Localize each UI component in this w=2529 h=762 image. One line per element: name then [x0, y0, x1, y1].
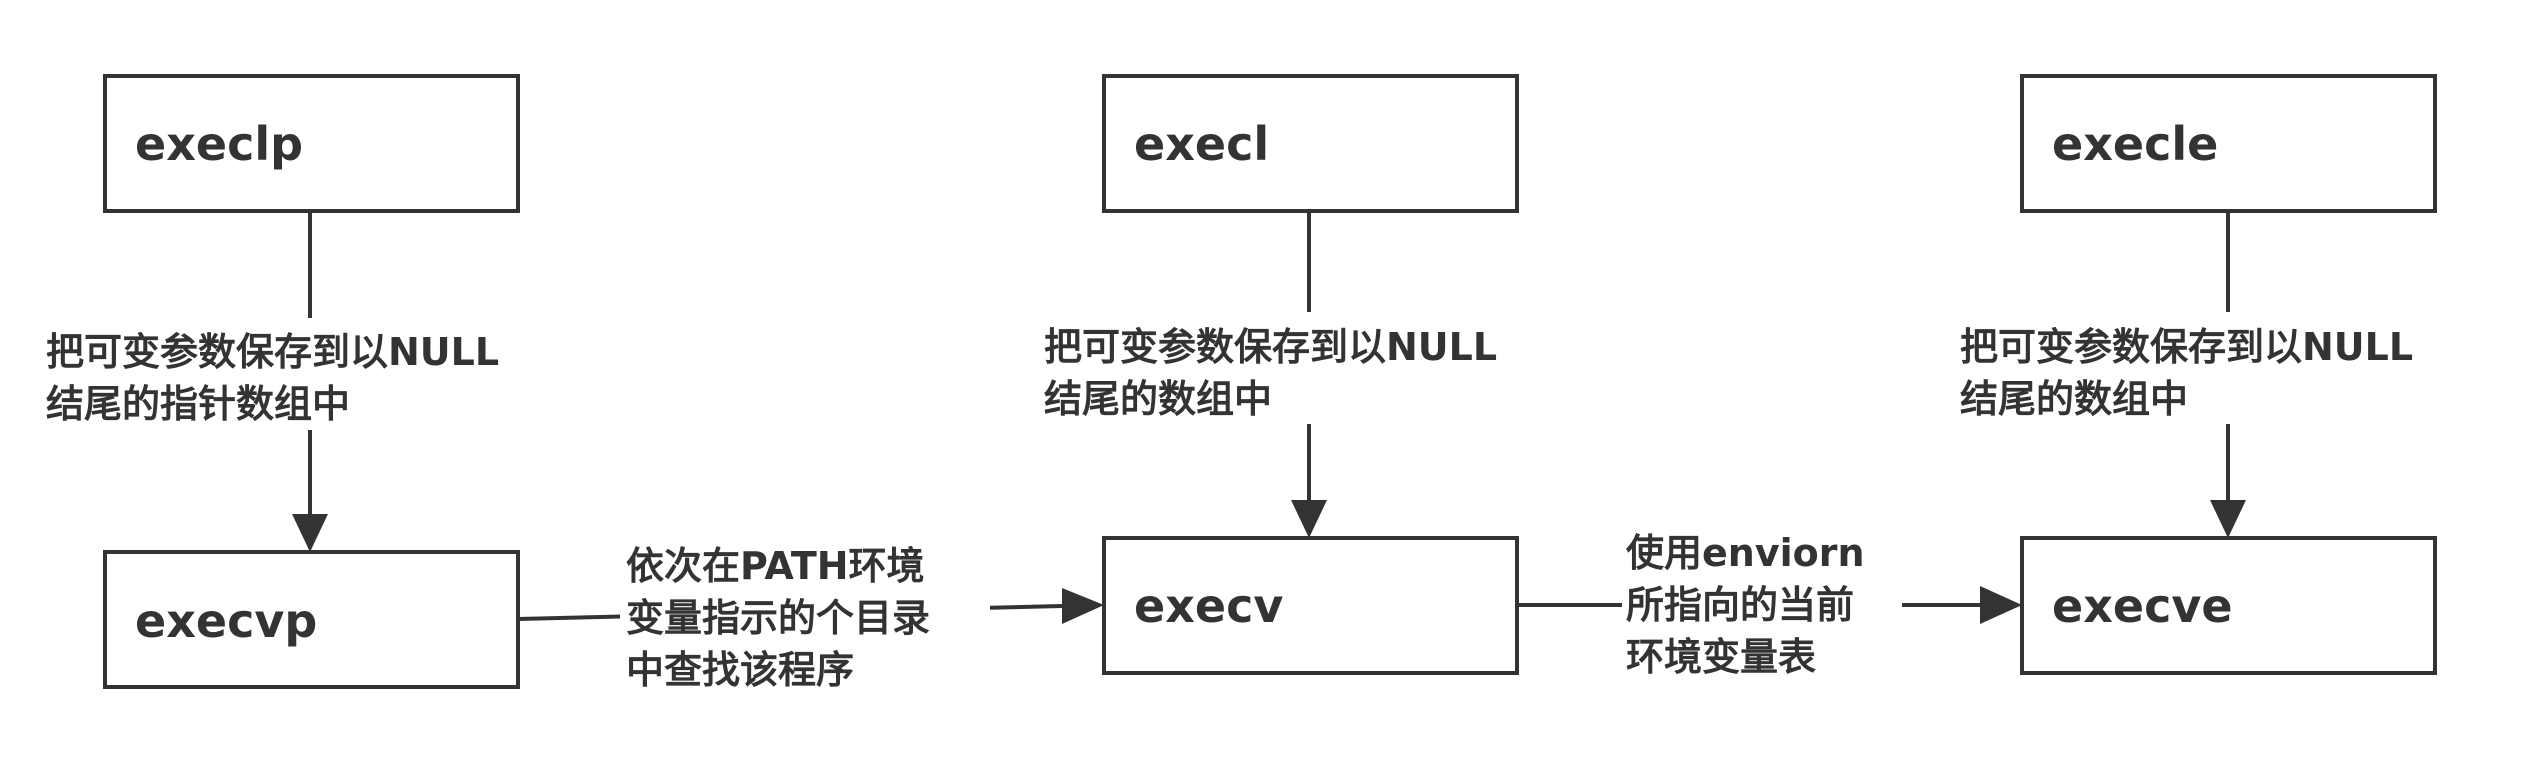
- node-execlp: execlp: [103, 74, 520, 213]
- arrowhead-icon: [1980, 586, 2022, 624]
- edge-execle-execve-label-1: 把可变参数保存到以NULL: [1960, 325, 2413, 369]
- edge-execvp-execv-label-3: 中查找该程序: [626, 648, 854, 692]
- edge-execvp-execv-label-2: 变量指示的个目录: [626, 596, 930, 640]
- node-execvp-label: execvp: [135, 594, 317, 648]
- edge-execlp-execvp: 把可变参数保存到以NULL 结尾的指针数组中: [40, 211, 580, 552]
- node-execve-label: execve: [2052, 579, 2233, 633]
- edge-execl-execv-label-2: 结尾的数组中: [1044, 377, 1272, 421]
- edge-execvp-execv-label-1: 依次在PATH环境: [626, 544, 925, 588]
- arrowhead-icon: [1291, 500, 1327, 538]
- edge-execlp-execvp-label-1: 把可变参数保存到以NULL: [46, 330, 499, 374]
- node-execl: execl: [1102, 74, 1519, 213]
- edge-execvp-execv: 依次在PATH环境 变量指示的个目录 中查找该程序: [517, 535, 1104, 697]
- edge-execle-execve: 把可变参数保存到以NULL 结尾的数组中: [1955, 211, 2495, 538]
- arrowhead-icon: [1062, 588, 1104, 624]
- arrowhead-icon: [2210, 500, 2246, 538]
- node-execle: execle: [2020, 74, 2437, 213]
- edge-execv-execve: 使用enviorn 所指向的当前 环境变量表: [1517, 522, 2022, 684]
- edge-execv-execve-label-2: 所指向的当前: [1626, 583, 1854, 627]
- arrowhead-icon: [292, 514, 328, 552]
- edge-execle-execve-label-2: 结尾的数组中: [1960, 377, 2188, 421]
- node-execlp-label: execlp: [135, 117, 303, 171]
- node-execl-label: execl: [1134, 117, 1269, 171]
- edge-execlp-execvp-label-2: 结尾的指针数组中: [46, 382, 350, 426]
- edge-execv-execve-label-3: 环境变量表: [1626, 635, 1816, 679]
- edge-execl-execv-label-1: 把可变参数保存到以NULL: [1044, 325, 1497, 369]
- edge-execv-execve-label-1: 使用enviorn: [1626, 531, 1865, 575]
- edge-execl-execv: 把可变参数保存到以NULL 结尾的数组中: [1040, 211, 1580, 538]
- node-execvp: execvp: [103, 550, 520, 689]
- node-execv-label: execv: [1134, 579, 1283, 633]
- node-execve: execve: [2020, 536, 2437, 675]
- node-execv: execv: [1102, 536, 1519, 675]
- node-execle-label: execle: [2052, 117, 2218, 171]
